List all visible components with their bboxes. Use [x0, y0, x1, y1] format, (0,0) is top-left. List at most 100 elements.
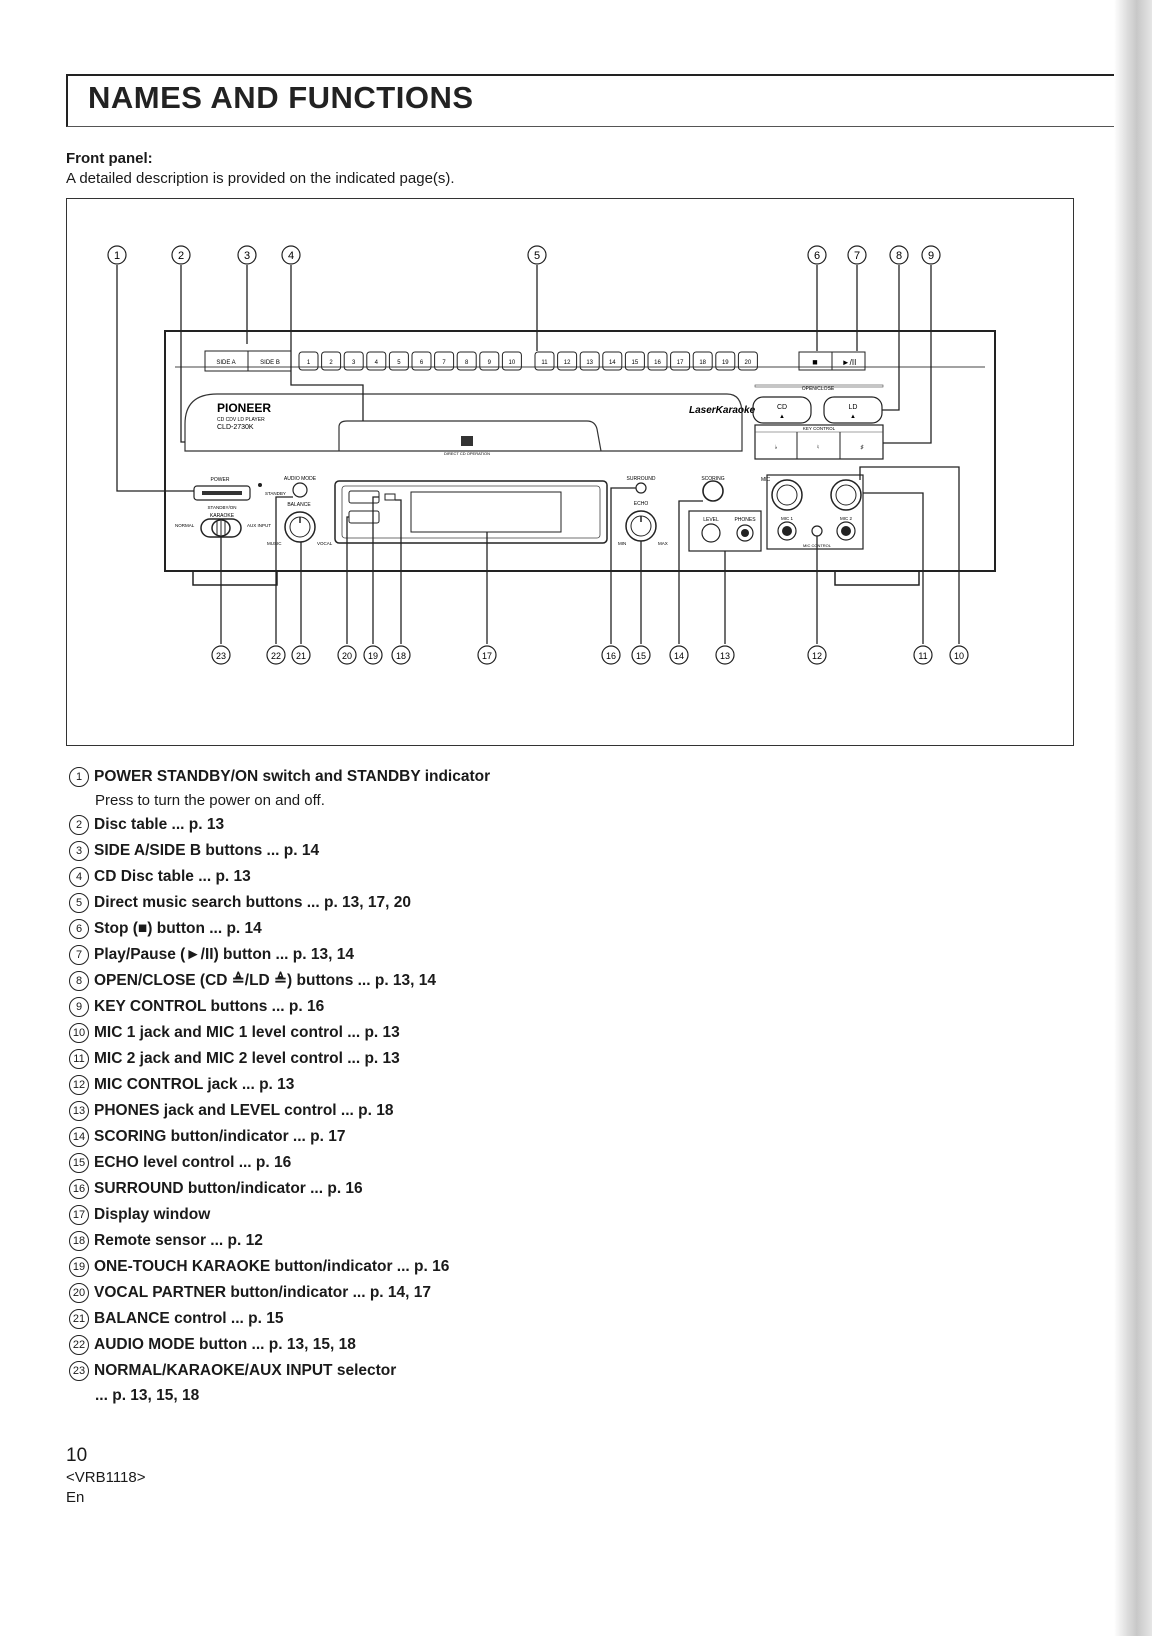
- phones-jack: [736, 524, 754, 542]
- callout-number: 13: [720, 651, 730, 661]
- callout-circle: [281, 245, 301, 265]
- echo-min-label: MIN: [618, 541, 626, 546]
- play-pause-button-label: ►/II: [842, 358, 857, 367]
- legend-text: SCORING button/indicator ... p. 17: [94, 1128, 346, 1145]
- legend-text: POWER STANDBY/ON switch and STANDBY indi…: [94, 768, 491, 785]
- side-a-label: SIDE A: [216, 360, 235, 366]
- legend-text: ONE-TOUCH KARAOKE button/indicator ... p…: [94, 1258, 450, 1275]
- legend-text: Display window: [94, 1206, 211, 1223]
- track-button: [579, 351, 600, 371]
- track-button-label: 4: [375, 360, 379, 366]
- track-button-label: 9: [488, 360, 492, 366]
- legend-text: SIDE A/SIDE B buttons ... p. 14: [94, 842, 320, 859]
- mic-panel: [766, 474, 864, 550]
- legend-number: 8: [64, 968, 94, 991]
- callout-number: 4: [288, 250, 294, 262]
- balance-label: BALANCE: [287, 502, 311, 508]
- callout-number: 5: [534, 250, 540, 262]
- track-button: [343, 351, 364, 371]
- track-button-label: 15: [632, 360, 639, 366]
- audio-mode-label: AUDIO MODE: [284, 476, 317, 482]
- track-button: [647, 351, 668, 371]
- mic2-level-knob: [771, 479, 803, 511]
- section-description: A detailed description is provided on th…: [66, 170, 455, 187]
- callout-number: 14: [674, 651, 684, 661]
- legend-number: 4: [64, 864, 94, 887]
- language-code: En: [66, 1489, 85, 1506]
- model-line-1: CD CDV LD PLAYER: [217, 417, 265, 423]
- callout-number: 6: [814, 250, 820, 262]
- callout-circle: [601, 645, 621, 665]
- legend-number: 23: [64, 1358, 94, 1381]
- legend-text: Stop (■) button ... p. 14: [94, 920, 262, 937]
- vocal-label: VOCAL: [317, 541, 333, 546]
- callout-circle: [527, 245, 547, 265]
- legend-number-circle: 21: [69, 1309, 89, 1329]
- legend-number-circle: 2: [69, 815, 89, 835]
- track-button-label: 12: [564, 360, 571, 366]
- callout-circle: [211, 645, 231, 665]
- display-window: [410, 491, 562, 533]
- callout-number: 12: [812, 651, 822, 661]
- echo-max-label: MAX: [658, 541, 668, 546]
- callout-number: 11: [918, 651, 927, 661]
- track-button: [624, 351, 645, 371]
- surround-button: [635, 482, 647, 494]
- karaoke-label: KARAOKE: [210, 513, 235, 519]
- cd-open-close-button: [752, 396, 812, 424]
- stop-button-label: ■: [812, 357, 817, 367]
- power-button: [193, 485, 251, 501]
- legend-number-circle: 16: [69, 1179, 89, 1199]
- legend-number: 15: [64, 1150, 94, 1173]
- track-button: [479, 351, 500, 371]
- legend-number: 17: [64, 1202, 94, 1225]
- mic2-label: MIC 2: [840, 516, 852, 521]
- callout-number: 1: [114, 250, 120, 262]
- track-button: [602, 351, 623, 371]
- callout-number: 18: [396, 651, 406, 661]
- model-line-2: CLD-2730K: [217, 424, 254, 431]
- callout-circle: [669, 645, 689, 665]
- scoring-button: [702, 480, 724, 502]
- transport-buttons: ■ ►/II: [798, 351, 866, 371]
- track-button: [692, 351, 713, 371]
- callout-number: 9: [928, 250, 934, 262]
- key-control-label: KEY CONTROL: [803, 426, 836, 431]
- legend-number-circle: 18: [69, 1231, 89, 1251]
- callout-circle: [391, 645, 411, 665]
- legend-text: BALANCE control ... p. 15: [94, 1310, 284, 1327]
- key-sharp-icon: ♯: [861, 444, 864, 451]
- scoring-label: SCORING: [701, 476, 724, 482]
- power-label: POWER: [211, 477, 230, 483]
- legend-text: CD Disc table ... p. 13: [94, 868, 251, 885]
- audio-mode-button: [292, 482, 308, 498]
- legend-subtext: Press to turn the power on and off.: [95, 792, 325, 809]
- legend-text: AUDIO MODE button ... p. 13, 15, 18: [94, 1336, 356, 1353]
- legend-number-circle: 5: [69, 893, 89, 913]
- legend-number-circle: 9: [69, 997, 89, 1017]
- track-button-label: 16: [654, 360, 661, 366]
- aux-input-label: AUX INPUT: [247, 523, 271, 528]
- legend-number-circle: 17: [69, 1205, 89, 1225]
- callout-circle: [889, 245, 909, 265]
- callout-circle: [949, 645, 969, 665]
- track-button-label: 13: [586, 360, 593, 366]
- track-button: [321, 351, 342, 371]
- legend-number: 19: [64, 1254, 94, 1277]
- legend-item: 3 SIDE A/SIDE B buttons ... p. 14: [64, 838, 624, 864]
- track-button-label: 19: [722, 360, 729, 366]
- page-title: NAMES AND FUNCTIONS: [88, 80, 474, 115]
- legend-number: 5: [64, 890, 94, 913]
- callout-number: 15: [636, 651, 646, 661]
- track-button-label: 3: [352, 360, 356, 366]
- legend-number-circle: 3: [69, 841, 89, 861]
- key-natural-icon: ♮: [817, 444, 819, 451]
